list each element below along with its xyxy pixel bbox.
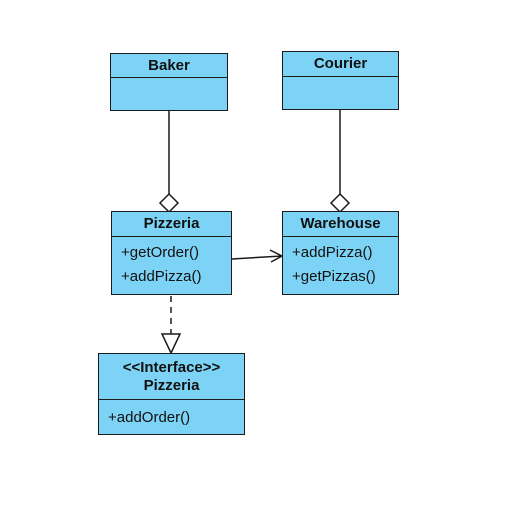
class-warehouse-operations: +addPizza() +getPizzas() [283, 237, 398, 289]
realization-triangle [160, 333, 182, 355]
aggregation-diamond-pizzeria [158, 192, 180, 214]
class-pizzeria-name: Pizzeria [143, 215, 200, 232]
interface-stereotype: <<Interface>> [122, 358, 221, 376]
operation: +addOrder() [108, 409, 191, 426]
operation: +getPizzas() [292, 268, 376, 285]
class-courier[interactable]: Courier [282, 51, 399, 110]
class-courier-header: Courier [283, 52, 398, 77]
aggregation-diamond-warehouse [329, 192, 351, 214]
operation: +getOrder() [121, 244, 199, 261]
class-baker[interactable]: Baker [110, 53, 228, 111]
class-warehouse-header: Warehouse [283, 212, 398, 237]
interface-pizzeria-name: Pizzeria [143, 376, 200, 394]
class-warehouse[interactable]: Warehouse +addPizza() +getPizzas() [282, 211, 399, 295]
class-pizzeria[interactable]: Pizzeria +getOrder() +addPizza() [111, 211, 232, 295]
interface-pizzeria-operations: +addOrder() [99, 400, 244, 430]
interface-pizzeria-header: <<Interface>> Pizzeria [99, 354, 244, 400]
class-warehouse-name: Warehouse [300, 215, 381, 232]
operation: +addPizza() [292, 244, 373, 261]
operation: +addPizza() [121, 268, 202, 285]
class-pizzeria-operations: +getOrder() +addPizza() [112, 237, 231, 289]
pizzeria-warehouse-association-line [231, 255, 283, 260]
class-baker-header: Baker [111, 54, 227, 78]
interface-pizzeria[interactable]: <<Interface>> Pizzeria +addOrder() [98, 353, 245, 435]
class-pizzeria-header: Pizzeria [112, 212, 231, 237]
class-baker-name: Baker [148, 56, 190, 74]
class-courier-name: Courier [313, 55, 368, 72]
